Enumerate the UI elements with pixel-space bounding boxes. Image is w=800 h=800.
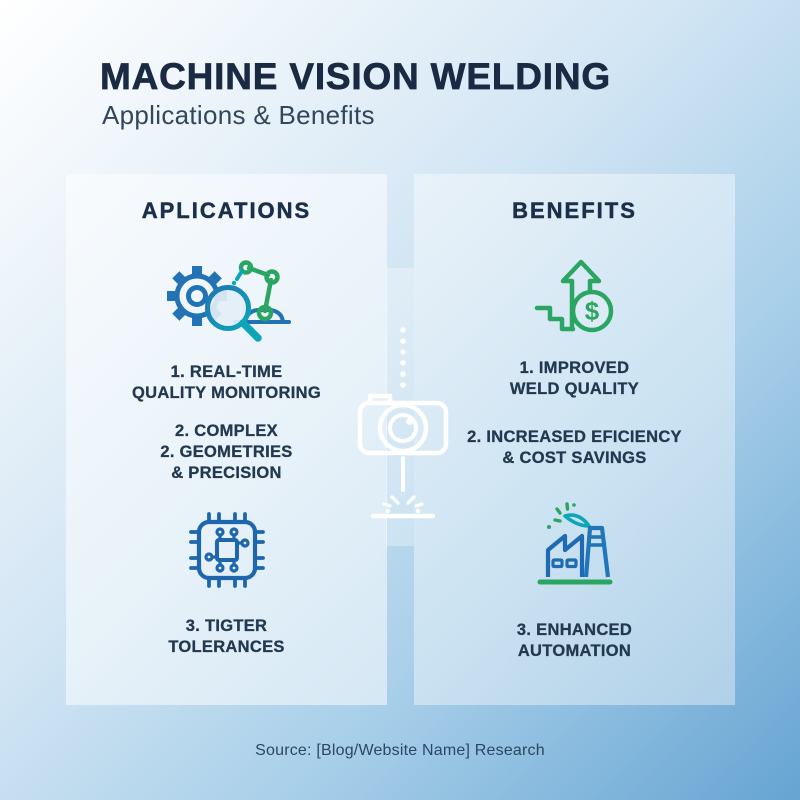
- application-item-3: 3. TIGTER TOLERANCES: [168, 617, 285, 657]
- gear-magnifier-robot-arm-icon: [161, 252, 293, 352]
- benefit-item-3: 3. ENHANCED AUTOMATION: [516, 621, 633, 661]
- application-item-1: 1. REAL-TIME QUALITY MONITORING: [131, 363, 322, 403]
- applications-heading: APLICATIONS: [141, 198, 312, 224]
- page-title: MACHINE VISION WELDING: [100, 56, 611, 98]
- growth-arrow-dollar-icon: $: [529, 258, 621, 345]
- cpu-chip-icon: [188, 512, 265, 593]
- camera-laser-icon: [348, 318, 458, 528]
- applications-panel: APLICATIONS: [66, 174, 387, 705]
- benefits-heading: BENEFITS: [512, 198, 637, 224]
- page-subtitle: Applications & Benefits: [102, 100, 375, 130]
- application-item-2: 2. COMPLEX 2. GEOMETRIES & PRECISION: [160, 422, 293, 483]
- source-text: Source: [Blog/Website Name] Research: [255, 742, 545, 759]
- dollar-glyph: $: [584, 296, 599, 326]
- benefits-panel: BENEFITS $ 1. IMPROVED WELD QUALITY 2. I…: [414, 174, 735, 705]
- benefit-item-2: 2. INCREASED EFICIENCY & COST SAVINGS: [467, 428, 682, 468]
- benefit-item-1: 1. IMPROVED WELD QUALITY: [509, 359, 640, 399]
- welding-factory-icon: [531, 500, 619, 593]
